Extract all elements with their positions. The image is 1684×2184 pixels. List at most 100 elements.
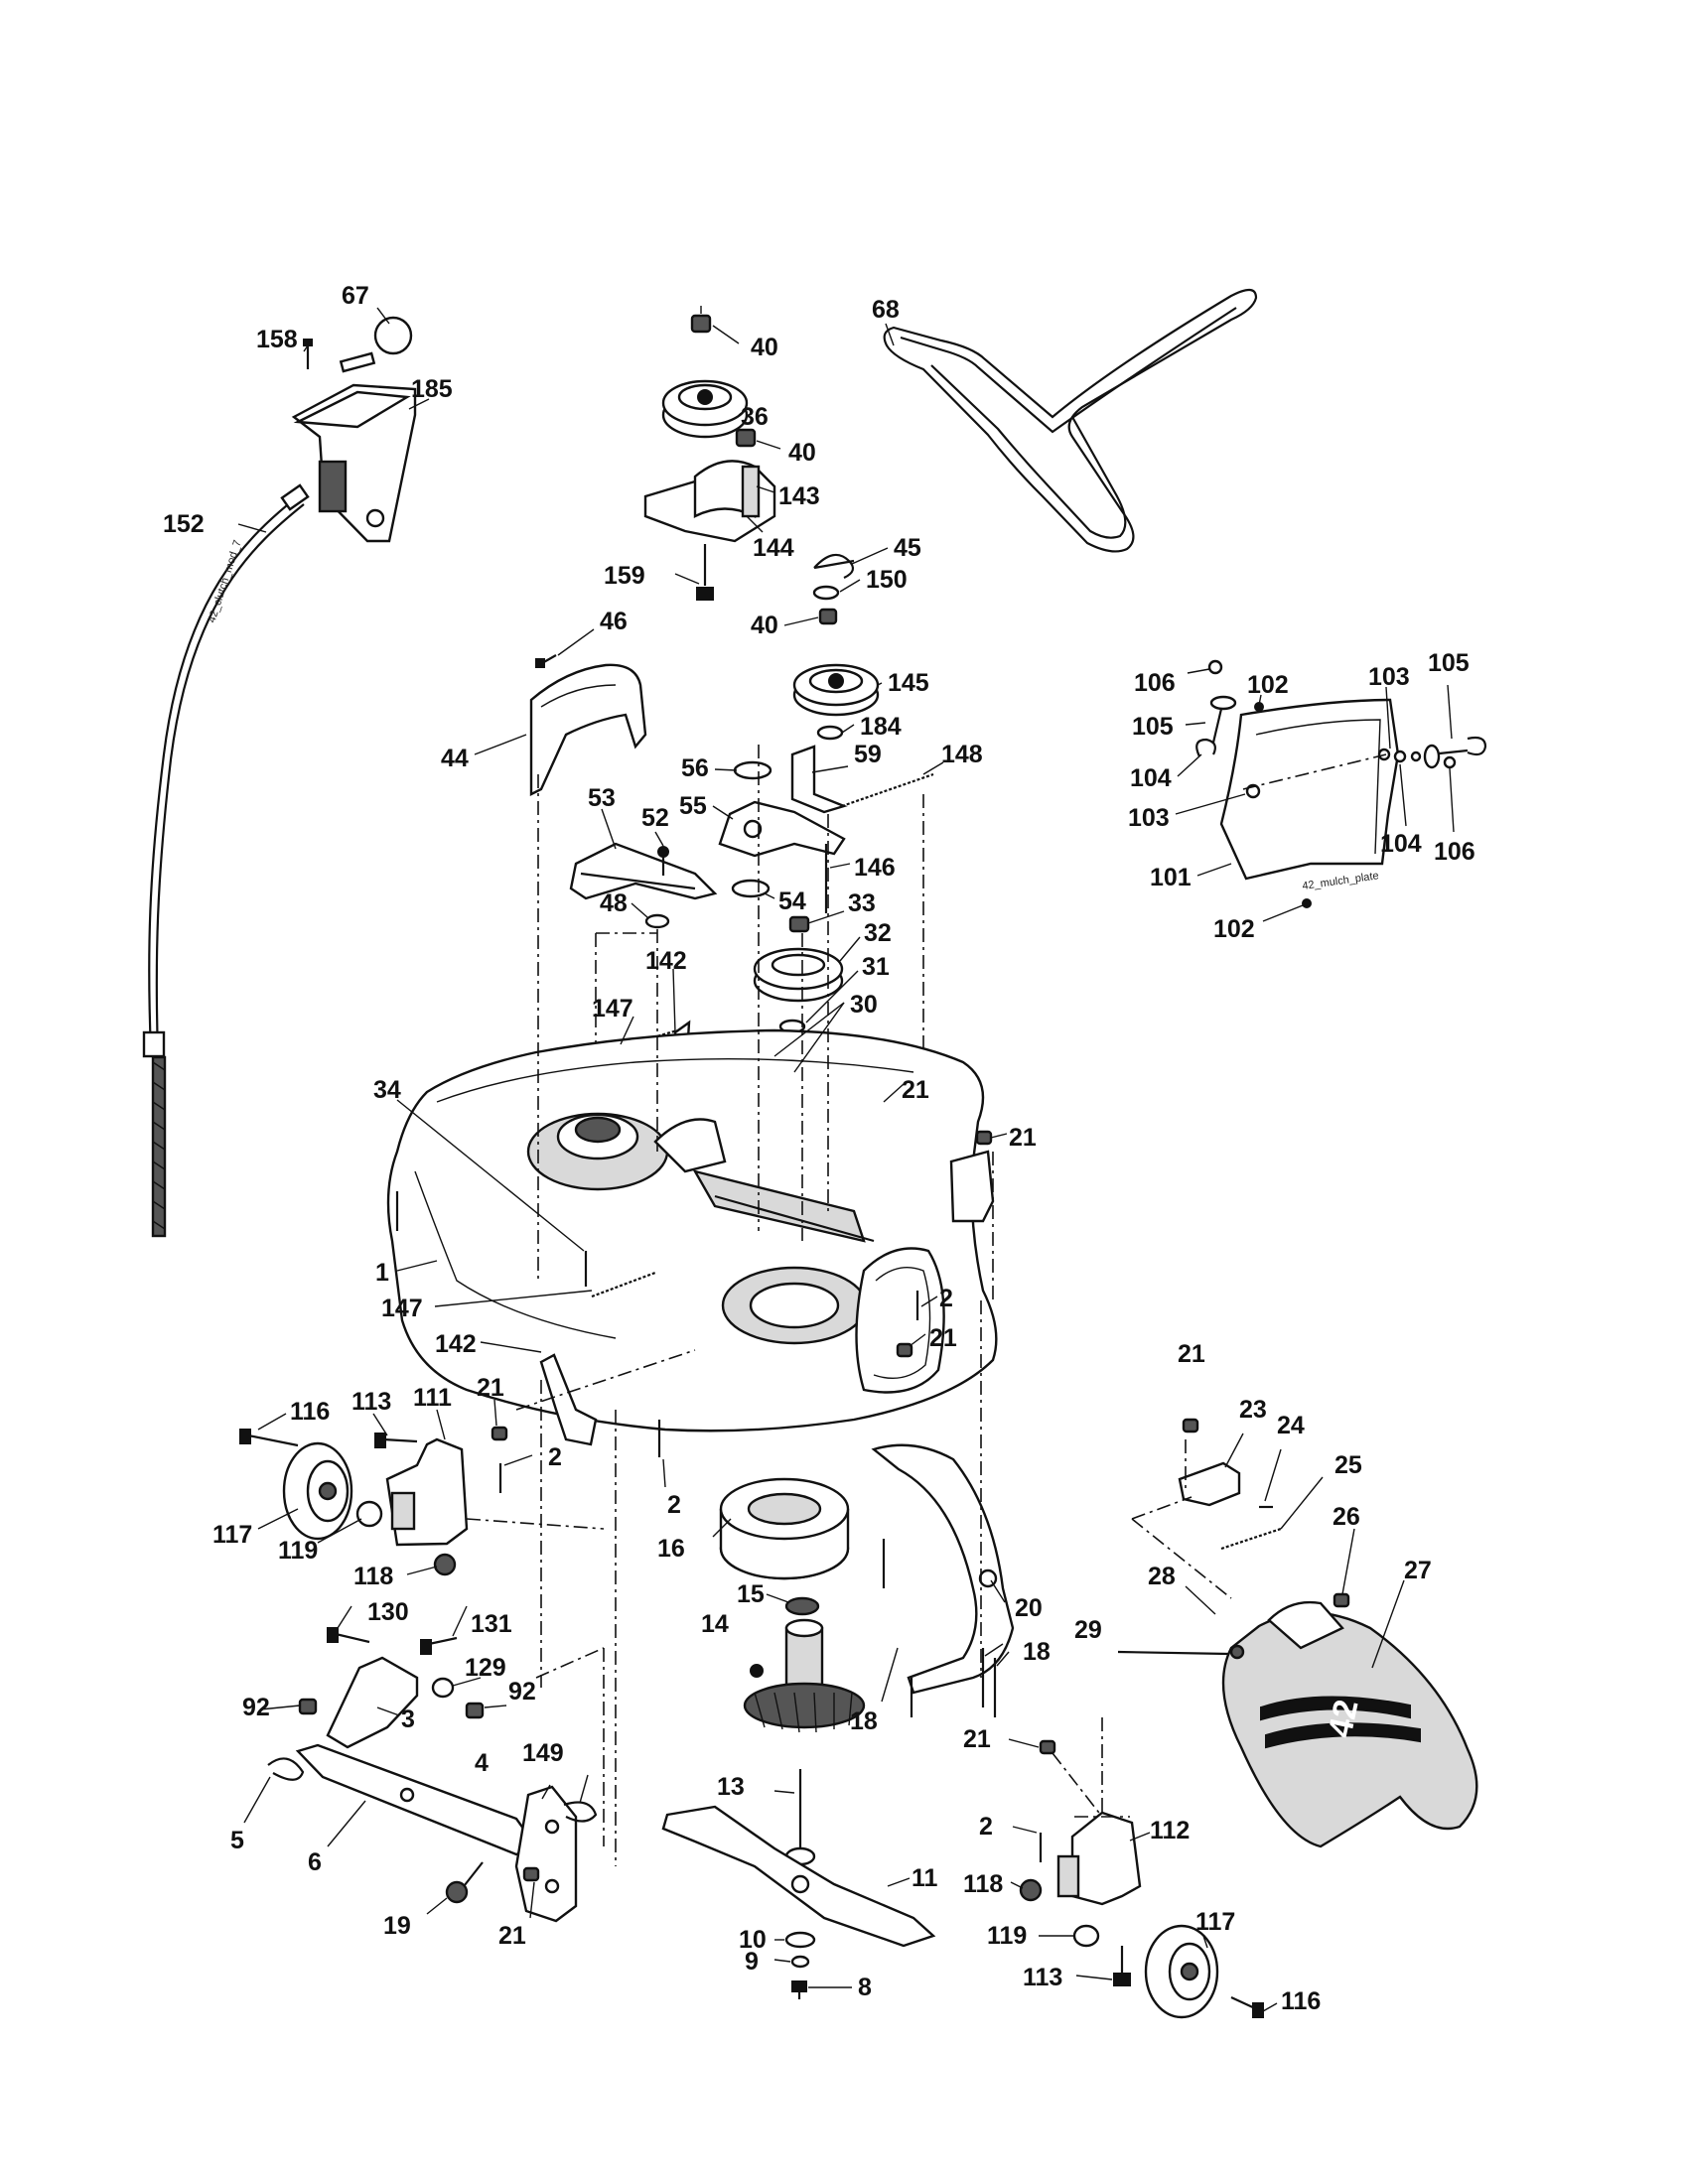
part-150-washer: [812, 585, 840, 601]
label-2-c: 2: [667, 1491, 681, 1519]
part-4-bracket: [514, 1785, 578, 1923]
part-26-nut: [1333, 1592, 1350, 1608]
part-103-nut-right: [1393, 750, 1407, 763]
label-145: 145: [888, 669, 929, 697]
label-21-a: 21: [902, 1076, 929, 1104]
part-143-144-idler-bracket: [643, 460, 776, 543]
label-118-b: 118: [963, 1870, 1003, 1898]
label-3: 3: [401, 1706, 415, 1733]
part-118-spacer-left: [433, 1553, 457, 1576]
mulch-tag: 42_mulch_plate: [1302, 870, 1380, 892]
part-111-wheel-bracket: [385, 1437, 469, 1547]
label-18-b: 18: [850, 1707, 878, 1735]
label-116-b: 116: [1281, 1987, 1321, 2015]
part-67-ball: [373, 316, 413, 355]
part-15-bearing: [784, 1596, 820, 1616]
label-27: 27: [1404, 1557, 1432, 1584]
part-16-housing: [719, 1477, 850, 1580]
label-26: 26: [1333, 1503, 1360, 1531]
part-11-blade: [661, 1805, 936, 1948]
label-23: 23: [1239, 1396, 1267, 1424]
label-34: 34: [373, 1076, 401, 1104]
part-104-washer-right: [1410, 751, 1422, 762]
part-9-washer: [790, 1955, 810, 1969]
part-1-mower-deck: [386, 1028, 998, 1433]
part-27-discharge-chute: [1221, 1600, 1478, 1848]
label-105-a: 105: [1428, 649, 1470, 677]
label-130: 130: [367, 1598, 409, 1626]
label-1: 1: [375, 1259, 389, 1287]
part-92-nut-b: [465, 1702, 485, 1719]
label-119-b: 119: [987, 1922, 1027, 1950]
part-148-spring: [841, 772, 934, 808]
part-149-clip: [563, 1801, 598, 1823]
label-5: 5: [230, 1827, 244, 1854]
part-40-nut-top: [690, 306, 712, 334]
label-184: 184: [860, 713, 902, 741]
label-147-b: 147: [381, 1295, 423, 1322]
label-11: 11: [912, 1864, 938, 1892]
part-36-pulley: [661, 379, 749, 439]
label-21-f: 21: [963, 1725, 991, 1753]
label-152: 152: [163, 510, 205, 538]
label-113-a: 113: [351, 1388, 391, 1416]
label-19: 19: [383, 1912, 411, 1940]
part-21-nut-e: [1182, 1418, 1199, 1433]
assembly-guides: [466, 745, 1387, 1866]
label-32: 32: [864, 919, 892, 947]
label-40-c: 40: [751, 612, 778, 639]
part-117-wheel-right: [1144, 1924, 1219, 2019]
part-labels: 67 158 185 152 40 36 40 143 144 68 45 15…: [163, 282, 1475, 2015]
part-10-washer: [784, 1931, 816, 1949]
part-21-nut-d: [491, 1426, 508, 1441]
part-20-stabilizer: [871, 1443, 1015, 1695]
label-131: 131: [471, 1610, 512, 1638]
label-14: 14: [701, 1610, 729, 1638]
part-118-spacer-right: [1019, 1878, 1043, 1902]
label-21-b: 21: [1009, 1124, 1037, 1152]
label-118-a: 118: [353, 1563, 393, 1590]
part-106-washer-right: [1443, 755, 1457, 769]
label-21-e: 21: [1178, 1340, 1205, 1368]
label-21-d: 21: [477, 1374, 504, 1402]
part-105-knob-right: [1423, 736, 1487, 769]
label-44: 44: [441, 745, 469, 772]
label-16: 16: [657, 1535, 685, 1563]
part-113-bolt-left: [374, 1433, 418, 1448]
label-112: 112: [1150, 1817, 1190, 1844]
label-59: 59: [854, 741, 882, 768]
part-56-washer: [733, 760, 772, 780]
label-48: 48: [600, 889, 628, 917]
label-158: 158: [256, 326, 298, 353]
part-116-bolt-left: [239, 1429, 299, 1447]
part-6-lift-arm: [295, 1743, 538, 1856]
part-131-bolt: [420, 1636, 458, 1655]
label-18-a: 18: [1023, 1638, 1051, 1666]
label-40-a: 40: [751, 334, 778, 361]
label-13: 13: [717, 1773, 745, 1801]
label-55: 55: [679, 792, 707, 820]
part-3-link: [326, 1656, 419, 1749]
label-29: 29: [1074, 1616, 1102, 1644]
part-23-bracket: [1178, 1461, 1241, 1507]
part-185-bracket: [291, 351, 417, 543]
part-53-bracket: [569, 842, 718, 900]
part-130-bolt: [327, 1627, 370, 1644]
part-119-washer-right: [1072, 1924, 1100, 1948]
label-104-b: 104: [1380, 830, 1422, 858]
label-150: 150: [866, 566, 908, 594]
label-10: 10: [739, 1926, 767, 1954]
label-117-a: 117: [212, 1521, 252, 1549]
label-25: 25: [1334, 1451, 1362, 1479]
chute-tag: 42: [1322, 1697, 1366, 1741]
label-2-d: 2: [979, 1813, 993, 1841]
label-101: 101: [1150, 864, 1192, 891]
part-145-pulley: [792, 663, 880, 717]
label-45: 45: [894, 534, 921, 562]
part-46-screw: [535, 654, 557, 668]
label-147-a: 147: [592, 995, 633, 1023]
part-21-nut-f: [522, 1866, 540, 1882]
part-59-bracket: [790, 745, 848, 814]
label-8: 8: [858, 1974, 872, 2001]
